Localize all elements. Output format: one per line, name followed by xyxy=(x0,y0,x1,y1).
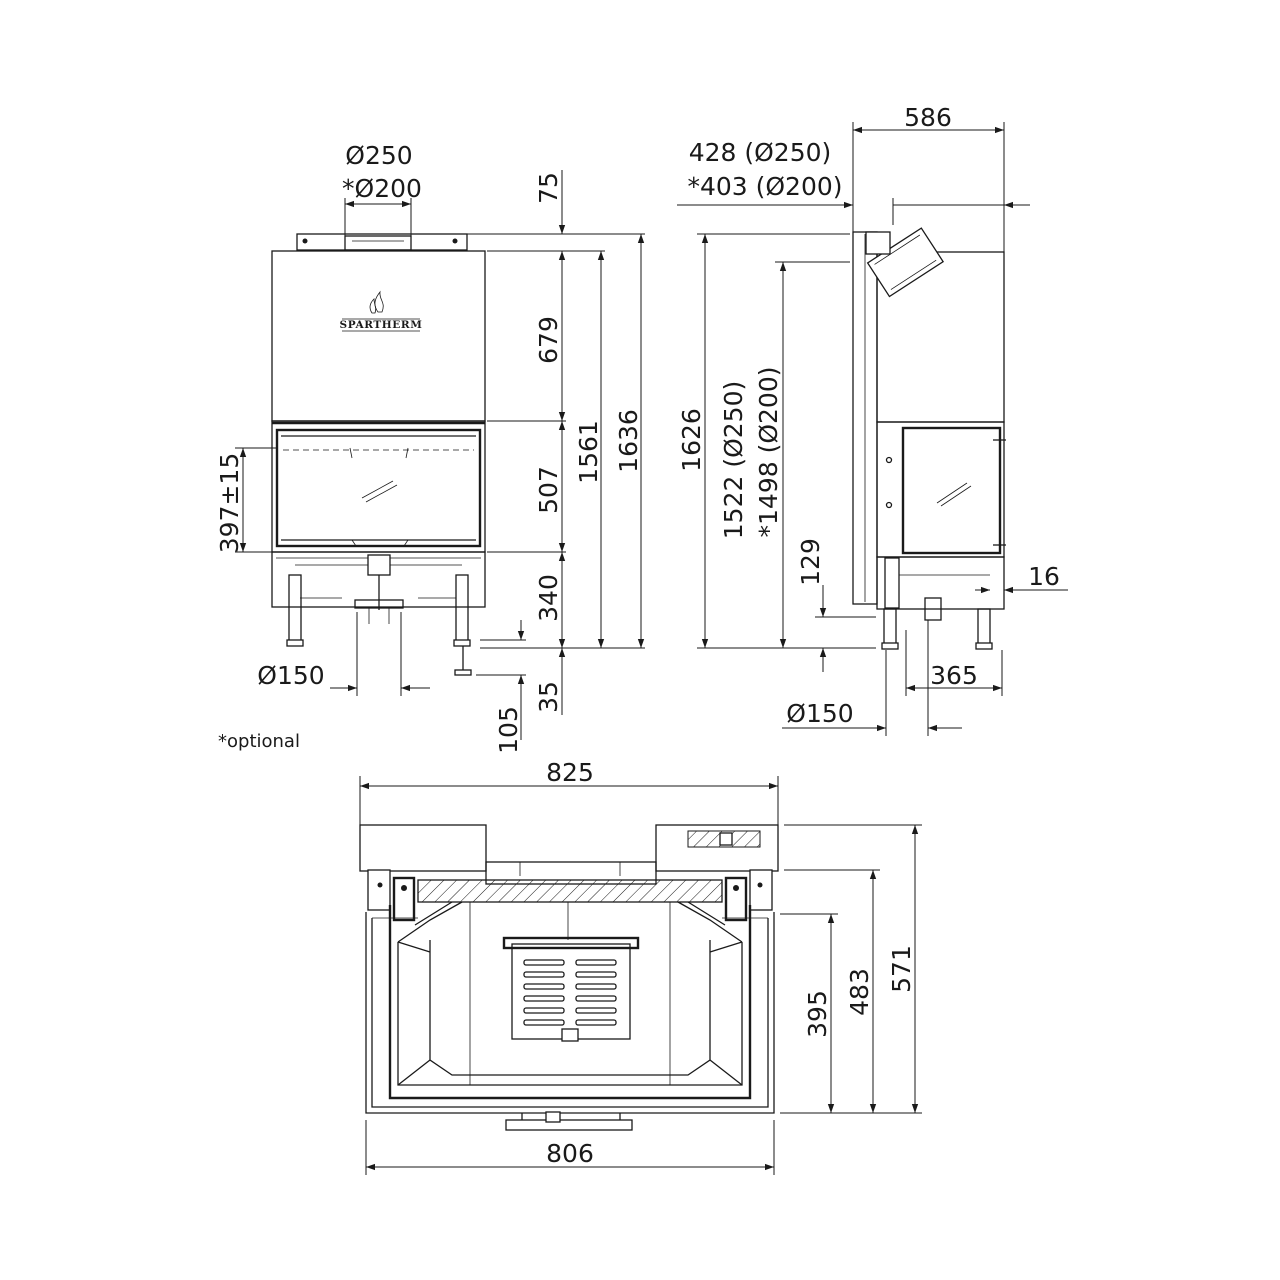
dim-flue-offset-optional: *403 (Ø200) xyxy=(687,172,842,201)
flame-icon xyxy=(374,290,384,313)
dim-flue-diameter-optional: *Ø200 xyxy=(342,174,422,203)
dim-frame-depth: 16 xyxy=(1028,562,1060,591)
plan-corner-left xyxy=(359,824,487,872)
side-door-glass xyxy=(901,426,1002,555)
collar-screw-left xyxy=(302,238,308,244)
dim-foot-total: 105 xyxy=(494,706,523,754)
foot-adjuster xyxy=(454,669,472,676)
door-glass-frame xyxy=(275,428,482,548)
flue-collar xyxy=(344,235,412,251)
plan-outer-body xyxy=(365,912,775,1114)
hood-panel xyxy=(271,250,486,422)
dim-foot-adjust: 35 xyxy=(534,681,563,713)
flue-outlet xyxy=(866,227,945,298)
dim-plan-depth-mid: 483 xyxy=(845,968,874,1016)
dim-floor-to-glass: 397±15 xyxy=(215,453,244,553)
brand-logo-text: SPARTHERM xyxy=(340,319,423,331)
door-frame xyxy=(271,420,486,553)
side-leg-front xyxy=(883,608,897,646)
front-view: SPARTHERM Ø250 *Ø200 xyxy=(215,141,645,754)
leg-left xyxy=(288,574,302,644)
dim-depth-total: 586 xyxy=(904,103,952,132)
plan-post-left xyxy=(367,869,391,911)
dim-plan-depth-inner: 395 xyxy=(803,990,832,1038)
dim-flue-offset: 428 (Ø250) xyxy=(689,138,832,167)
side-leg-rear xyxy=(977,608,991,646)
dim-base-height: 340 xyxy=(534,574,563,622)
plan-view: 825 806 395 483 571 xyxy=(359,758,922,1175)
plan-post-right xyxy=(749,869,773,911)
dim-top-offset: 75 xyxy=(534,172,563,204)
dim-hood-height: 679 xyxy=(534,316,563,364)
plan-back-wall xyxy=(417,879,723,903)
dim-plan-width-inner: 806 xyxy=(546,1139,594,1168)
dim-plan-width-outer: 825 xyxy=(546,758,594,787)
plan-corner-right xyxy=(655,824,779,872)
dim-height-to-flue-optional: *1498 (Ø200) xyxy=(754,367,783,538)
dim-total-height: 1636 xyxy=(614,409,643,473)
dim-plan-depth-outer: 571 xyxy=(887,945,916,993)
dim-side-air-inlet-diameter: Ø150 xyxy=(786,699,853,728)
plan-air-handle xyxy=(505,1119,633,1131)
grate-slots xyxy=(523,959,617,1026)
plan-firebox xyxy=(388,905,752,1100)
leg-right xyxy=(455,574,469,644)
dim-air-inlet-diameter: Ø150 xyxy=(257,661,324,690)
dim-air-inlet-height: 129 xyxy=(796,538,825,586)
dim-height-to-outlet: 1561 xyxy=(574,420,603,484)
dim-air-inlet-offset: 365 xyxy=(930,661,978,690)
air-control-box xyxy=(367,554,391,576)
collar-screw-right xyxy=(452,238,458,244)
dim-side-height-total: 1626 xyxy=(677,408,706,472)
dim-flue-diameter: Ø250 xyxy=(345,141,412,170)
side-view: 586 428 (Ø250) *403 (Ø200) 1626 1522 (Ø2… xyxy=(677,103,1068,736)
dim-height-to-flue: 1522 (Ø250) xyxy=(719,381,748,539)
side-door xyxy=(876,421,1005,558)
optional-footnote: *optional xyxy=(218,731,300,752)
dim-door-height: 507 xyxy=(534,466,563,514)
